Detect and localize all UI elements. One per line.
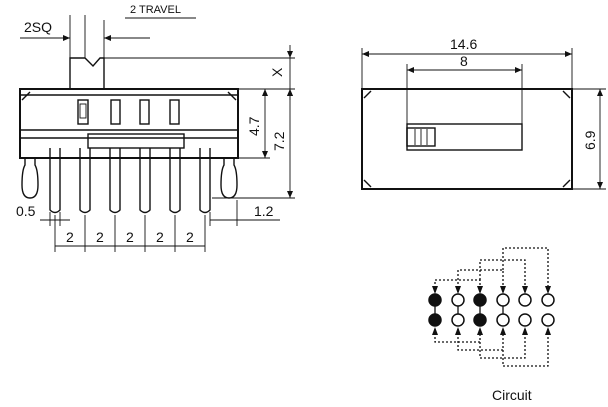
- top-corner-br: [562, 179, 571, 188]
- top-corner-tl: [363, 90, 372, 99]
- contact: [451, 293, 465, 307]
- dim-8-arrow-left: [407, 67, 414, 73]
- corner-mark-left: [21, 91, 31, 101]
- label-x: X: [269, 67, 285, 77]
- window-4: [169, 99, 180, 125]
- pitch-label: 2: [96, 229, 104, 245]
- top-view: 14.6 8 6.9: [361, 36, 606, 190]
- switch-body: [19, 88, 239, 159]
- circuit-label: Circuit: [492, 387, 532, 403]
- top-body: [361, 88, 573, 190]
- slide-actuator: [406, 127, 436, 147]
- circuit-arrow: [432, 286, 438, 294]
- contact: [518, 313, 532, 327]
- dim-47-arrow-bottom: [262, 151, 268, 158]
- contact-common: [473, 293, 487, 307]
- mount-leg-left: [21, 158, 39, 199]
- circuit-wire: [457, 329, 504, 351]
- dim-69-arrow-bottom: [597, 182, 603, 189]
- dim-2sq-arrow: [63, 35, 70, 41]
- label-travel: 2 TRAVEL: [130, 4, 181, 16]
- circuit-arrow: [432, 327, 438, 335]
- circuit-arrow: [545, 327, 551, 335]
- pitch-dimensions: 2 2 2 2 2: [54, 215, 206, 252]
- label-146: 14.6: [450, 36, 477, 52]
- top-corner-tr: [562, 90, 571, 99]
- contact-common: [428, 293, 442, 307]
- circuit-arrow: [500, 327, 506, 335]
- circuit-arrow: [522, 286, 528, 294]
- pitch-label: 2: [156, 229, 164, 245]
- circuit-arrow: [477, 286, 483, 294]
- contact: [541, 313, 555, 327]
- pin: [199, 148, 211, 214]
- circuit-arrow: [455, 286, 461, 294]
- pin-base-block: [87, 133, 185, 149]
- window-3: [139, 99, 150, 125]
- actuator-knob: [69, 57, 105, 89]
- circuit-diagram: Circuit: [428, 247, 555, 403]
- pitch-label: 2: [66, 229, 74, 245]
- pin: [49, 148, 61, 214]
- side-view: 2SQ 2 TRAVEL X 4.7 7.2 0.5: [16, 4, 295, 252]
- label-2sq: 2SQ: [24, 19, 52, 35]
- dim-146-arrow-right: [565, 51, 572, 57]
- window-2: [110, 99, 121, 125]
- label-69: 6.9: [582, 130, 598, 150]
- window-1-inner: [79, 103, 87, 119]
- circuit-wire: [502, 329, 549, 367]
- circuit-wire: [479, 259, 526, 292]
- circuit-arrow: [477, 327, 483, 335]
- circuit-wire: [434, 329, 481, 343]
- label-47: 4.7: [246, 116, 262, 136]
- contact: [496, 313, 510, 327]
- pitch-label: 2: [126, 229, 134, 245]
- label-72: 7.2: [271, 131, 287, 151]
- dim-x-arrow-top: [287, 51, 293, 58]
- dim-47-arrow-top: [262, 89, 268, 96]
- label-05: 0.5: [16, 203, 36, 219]
- window-1: [77, 99, 89, 125]
- circuit-wire: [502, 247, 549, 292]
- circuit-wire: [479, 329, 526, 359]
- dim-travel-arrow: [104, 35, 111, 41]
- circuit-arrow: [500, 286, 506, 294]
- pins: [49, 148, 211, 214]
- dim-69-arrow-top: [597, 89, 603, 96]
- dim-72-arrow-top: [287, 89, 293, 96]
- pin: [169, 148, 181, 214]
- dim-72-arrow-bottom: [287, 191, 293, 198]
- dim-8-arrow-right: [515, 67, 522, 73]
- label-8: 8: [460, 53, 468, 69]
- pitch-label: 2: [186, 229, 194, 245]
- circuit-arrow: [522, 327, 528, 335]
- contact-common: [428, 313, 442, 327]
- mount-leg-right: [220, 158, 238, 199]
- contact: [451, 313, 465, 327]
- dim-146-arrow-left: [362, 51, 369, 57]
- label-12: 1.2: [254, 203, 274, 219]
- top-corner-bl: [363, 179, 372, 188]
- circuit-arrow: [545, 286, 551, 294]
- circuit-contacts: [428, 293, 555, 327]
- contact: [518, 293, 532, 307]
- pin: [109, 148, 121, 214]
- circuit-arrow: [455, 327, 461, 335]
- contact: [496, 293, 510, 307]
- corner-mark-right: [227, 91, 237, 101]
- pin: [139, 148, 151, 214]
- contact-common: [473, 313, 487, 327]
- contact: [541, 293, 555, 307]
- pin: [79, 148, 91, 214]
